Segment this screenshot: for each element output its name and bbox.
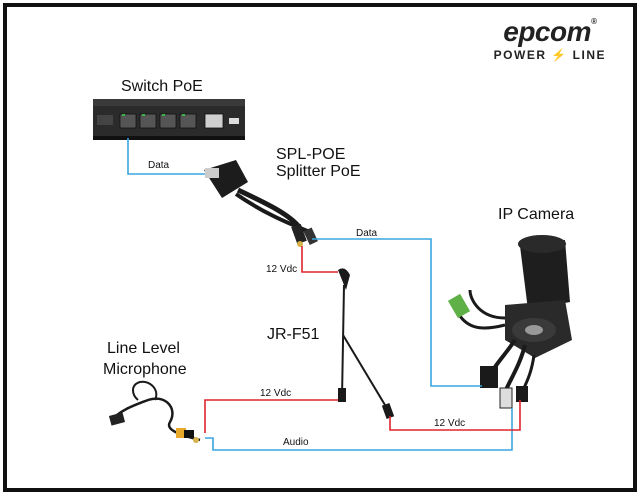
power-wire-splitter-to-jr bbox=[301, 246, 338, 273]
epcom-logo: epcom® POWER ⚡ LINE bbox=[493, 16, 606, 63]
jr-f51-label: JR-F51 bbox=[267, 326, 320, 343]
power-wire-jr-to-mic bbox=[204, 399, 338, 433]
brand-reg: ® bbox=[591, 17, 597, 26]
audio-wire-mic-to-camera bbox=[205, 408, 513, 451]
wire-label-vdc-1: 12 Vdc bbox=[266, 264, 298, 275]
ip-camera-device bbox=[447, 235, 572, 409]
splitter-model-label: SPL-POE bbox=[276, 146, 346, 163]
wire-label-data-2: Data bbox=[356, 228, 378, 239]
bolt-icon: ⚡ bbox=[551, 48, 568, 62]
diagram-border bbox=[3, 3, 637, 492]
microphone-device bbox=[108, 380, 201, 443]
mic-label-line2: Microphone bbox=[103, 361, 187, 378]
brand-power: POWER bbox=[493, 48, 547, 62]
mic-label-line1: Line Level bbox=[107, 340, 180, 357]
wire-label-data-1: Data bbox=[148, 160, 170, 171]
brand-name: epcom bbox=[503, 16, 591, 47]
switch-poe-device bbox=[93, 99, 245, 140]
splitter-poe-device bbox=[204, 160, 318, 247]
splitter-name-label: Splitter PoE bbox=[276, 163, 361, 180]
wire-label-vdc-2: 12 Vdc bbox=[260, 388, 292, 399]
wire-label-vdc-3: 12 Vdc bbox=[434, 418, 466, 429]
data-wire-splitter-to-camera bbox=[312, 238, 482, 387]
wire-label-audio: Audio bbox=[283, 437, 309, 448]
switch-label: Switch PoE bbox=[121, 78, 203, 95]
jr-f51-cable bbox=[338, 268, 395, 419]
camera-label: IP Camera bbox=[498, 206, 575, 223]
power-wire-jr-to-camera bbox=[389, 400, 521, 431]
data-wire-switch-to-splitter bbox=[127, 138, 205, 175]
brand-line: LINE bbox=[572, 48, 606, 62]
